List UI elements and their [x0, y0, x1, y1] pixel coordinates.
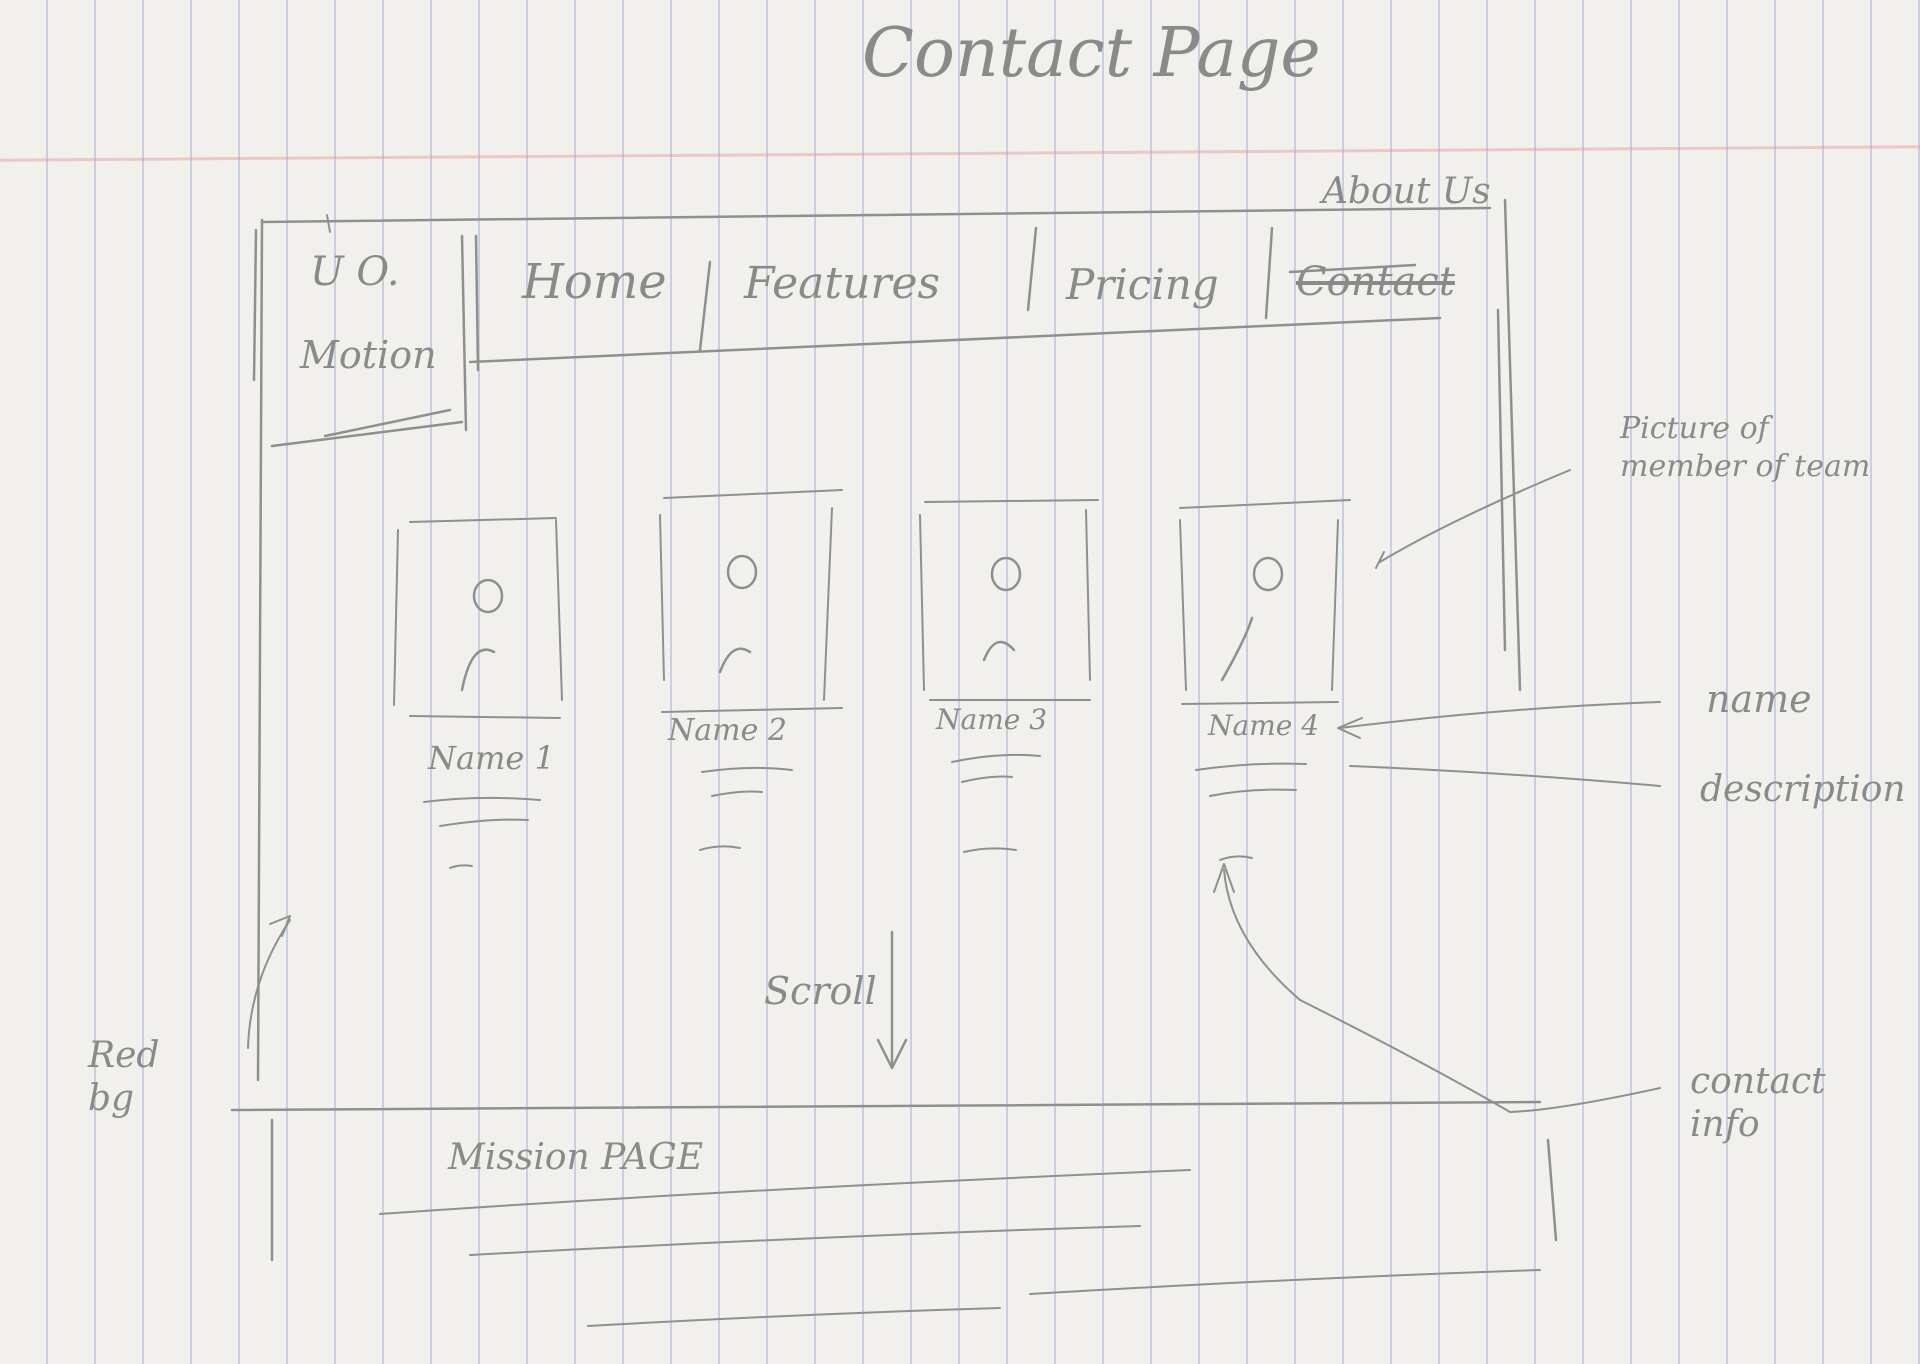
- logo-line-2: Motion: [300, 333, 437, 377]
- nav-home[interactable]: Home: [522, 254, 667, 310]
- mission-label: Mission PAGE: [448, 1137, 704, 1178]
- annotation-picture: Picture of member of team: [1620, 411, 1871, 484]
- scroll-label: Scroll: [764, 969, 877, 1013]
- annotation-description: description: [1700, 769, 1906, 810]
- team-card-frames: [393, 489, 1351, 719]
- nav-pricing[interactable]: Pricing: [1066, 260, 1219, 309]
- team-card-name-3: Name 3: [936, 703, 1048, 736]
- annotation-arrows: [247, 469, 1661, 1113]
- nav-contact[interactable]: Contact: [1296, 259, 1455, 305]
- scroll-arrow: [876, 930, 908, 1070]
- nav-features[interactable]: Features: [744, 258, 941, 309]
- team-card-name-2: Name 2: [668, 713, 787, 748]
- annotation-contact-info: contact info: [1690, 1061, 1826, 1146]
- annotation-red-bg: Red bg: [88, 1035, 160, 1120]
- team-card-name-4: Name 4: [1208, 709, 1320, 742]
- mission-text-lines: [379, 1169, 1541, 1327]
- description-squiggles: [423, 753, 1307, 869]
- annotation-name: name: [1706, 677, 1812, 721]
- nav-bar: [260, 206, 1492, 448]
- team-card-name-1: Name 1: [428, 739, 555, 777]
- nav-about-us[interactable]: About Us: [1322, 171, 1491, 212]
- logo-line-1: U O.: [310, 249, 400, 295]
- logo-icon: [326, 214, 331, 233]
- person-icons: [460, 554, 1284, 692]
- page-frame: [252, 198, 1522, 1082]
- page-title: Contact Page: [862, 14, 1321, 93]
- mission-divider: [230, 1100, 1558, 1262]
